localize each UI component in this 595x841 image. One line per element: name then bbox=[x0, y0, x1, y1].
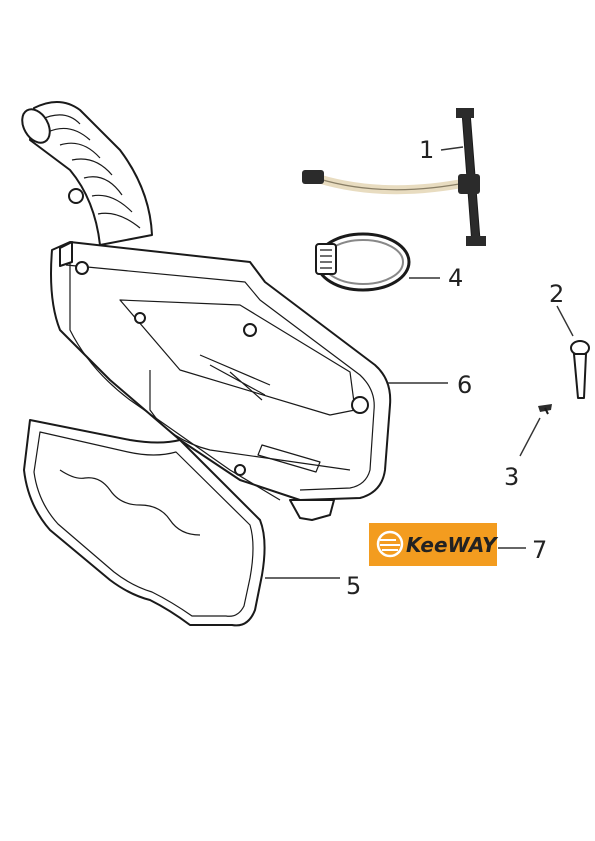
logo-emblem-icon bbox=[376, 530, 404, 558]
callout-labels: 1 2 3 4 5 6 7 bbox=[346, 136, 564, 600]
callout-4: 4 bbox=[448, 264, 463, 292]
air-filter-housing-icon bbox=[21, 101, 392, 521]
callout-6: 6 bbox=[457, 371, 472, 399]
callout-5: 5 bbox=[346, 572, 361, 600]
clip-icon bbox=[570, 340, 590, 399]
callout-7: 7 bbox=[532, 536, 547, 564]
screw-icon bbox=[538, 404, 552, 415]
leader-2 bbox=[556, 305, 574, 337]
leader-1 bbox=[440, 146, 464, 151]
leader-3 bbox=[519, 417, 541, 457]
brand-logo: KeeWAY bbox=[369, 523, 499, 566]
callout-3: 3 bbox=[504, 463, 519, 491]
logo-text: KeeWAY bbox=[406, 533, 499, 557]
hose-clamp-icon bbox=[315, 232, 411, 292]
filter-element-icon bbox=[23, 419, 266, 627]
leader-lines bbox=[265, 146, 574, 579]
callout-1: 1 bbox=[419, 136, 434, 164]
drain-hose-icon bbox=[302, 108, 486, 246]
callout-2: 2 bbox=[549, 280, 564, 308]
